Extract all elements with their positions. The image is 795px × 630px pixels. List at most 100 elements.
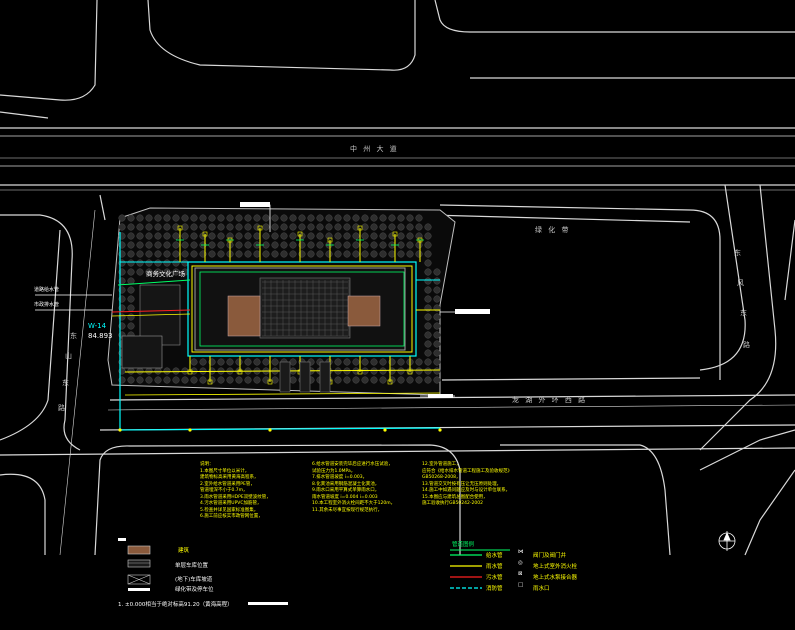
tree-icon [289, 358, 297, 366]
tree-icon [415, 241, 423, 249]
tree-icon [172, 241, 180, 249]
tree-icon [145, 367, 153, 375]
pipe-legend-label: 给水管 [486, 553, 503, 559]
north-callout-bar [240, 202, 270, 207]
tree-icon [397, 232, 405, 240]
legend-ramp-swatch [127, 574, 151, 585]
tree-icon [271, 358, 279, 366]
note-line: 应符合《给水排水管道工程施工及验收规范》 [422, 468, 512, 474]
note-line: 8.化粪池采用钢筋混凝土化粪池， [312, 481, 380, 487]
tree-icon [343, 250, 351, 258]
tree-icon [289, 241, 297, 249]
tree-icon [424, 376, 432, 384]
tree-icon [163, 259, 171, 267]
tree-icon [379, 250, 387, 258]
tree-icon [235, 250, 243, 258]
tree-icon [361, 232, 369, 240]
symbol-legend-label: 阀门及阀门井 [533, 553, 567, 559]
tree-icon [136, 223, 144, 231]
tree-icon [244, 232, 252, 240]
tree-icon [325, 223, 333, 231]
tree-icon [280, 232, 288, 240]
tree-icon [217, 223, 225, 231]
tree-icon [343, 241, 351, 249]
tree-icon [370, 214, 378, 222]
tree-icon [307, 232, 315, 240]
tree-icon [136, 250, 144, 258]
tree-icon [433, 376, 441, 384]
manhole-icon [118, 428, 122, 432]
tree-icon [190, 241, 198, 249]
tree-icon [163, 214, 171, 222]
tree-icon [154, 250, 162, 258]
tree-icon [343, 223, 351, 231]
tree-icon [235, 358, 243, 366]
manhole-icon [268, 428, 272, 432]
tree-icon [370, 250, 378, 258]
tree-icon [136, 259, 144, 267]
tree-icon [253, 232, 261, 240]
tree-icon [379, 214, 387, 222]
tree-icon [379, 223, 387, 231]
tree-icon [406, 232, 414, 240]
tree-icon [316, 214, 324, 222]
tree-icon [433, 340, 441, 348]
tree-icon [280, 223, 288, 231]
tree-icon [145, 250, 153, 258]
tree-icon [253, 358, 261, 366]
tree-icon [415, 367, 423, 375]
tree-icon [397, 358, 405, 366]
note-line: 11.其余未尽事宜按现行规范执行， [312, 507, 383, 513]
tree-icon [424, 241, 432, 249]
tree-icon [181, 259, 189, 267]
tree-icon [370, 367, 378, 375]
tree-icon [424, 268, 432, 276]
tree-icon [172, 376, 180, 384]
tree-icon [136, 241, 144, 249]
north-road-label: 中 州 大 道 [350, 144, 399, 153]
tree-icon [235, 223, 243, 231]
tree-icon [262, 214, 270, 222]
note-line: 4.污水管道采用UPVC加筋管， [200, 501, 262, 506]
west-tag-top: W-14 [88, 322, 107, 330]
notes-col3: 12.室外管道施工， 应符合《给水排水管道工程施工及验收规范》 GB50268-… [422, 462, 532, 507]
tree-icon [343, 358, 351, 366]
tree-icon [334, 376, 342, 384]
legend-item-label: 建筑 [178, 548, 190, 554]
tree-icon [271, 223, 279, 231]
tree-icon [136, 367, 144, 375]
note-line: 1.本图尺寸单位以米计， [200, 468, 250, 474]
tree-icon [181, 223, 189, 231]
tree-icon [352, 250, 360, 258]
tree-icon [424, 358, 432, 366]
tree-icon [280, 250, 288, 258]
tree-icon [154, 214, 162, 222]
tree-icon [163, 241, 171, 249]
tree-icon [388, 250, 396, 258]
tree-icon [334, 214, 342, 222]
note-line: 建筑物标高采用黄海高程系， [200, 475, 259, 480]
manhole-icon [383, 428, 387, 432]
tree-icon [172, 268, 180, 276]
tree-icon [343, 214, 351, 222]
symbol-legend-label: 地上式室外消火栓 [533, 564, 578, 570]
tree-icon [415, 223, 423, 231]
tree-icon [307, 241, 315, 249]
tree-icon [145, 241, 153, 249]
tree-icon [424, 250, 432, 258]
tree-icon [370, 358, 378, 366]
west-callout-1: 道路给水管 [34, 286, 59, 293]
tree-icon [181, 367, 189, 375]
tree-icon [361, 367, 369, 375]
tree-icon [244, 250, 252, 258]
tree-icon [271, 232, 279, 240]
tree-icon [127, 304, 135, 312]
svg-text:东: 东 [62, 378, 69, 387]
tree-icon [361, 250, 369, 258]
tree-icon [136, 376, 144, 384]
tree-icon [298, 223, 306, 231]
svg-text:东: 东 [734, 248, 741, 257]
building-block-brown [227, 295, 261, 337]
tree-icon [154, 367, 162, 375]
note-line: 13.管道交叉时按有压让无压原则处理， [422, 481, 502, 487]
